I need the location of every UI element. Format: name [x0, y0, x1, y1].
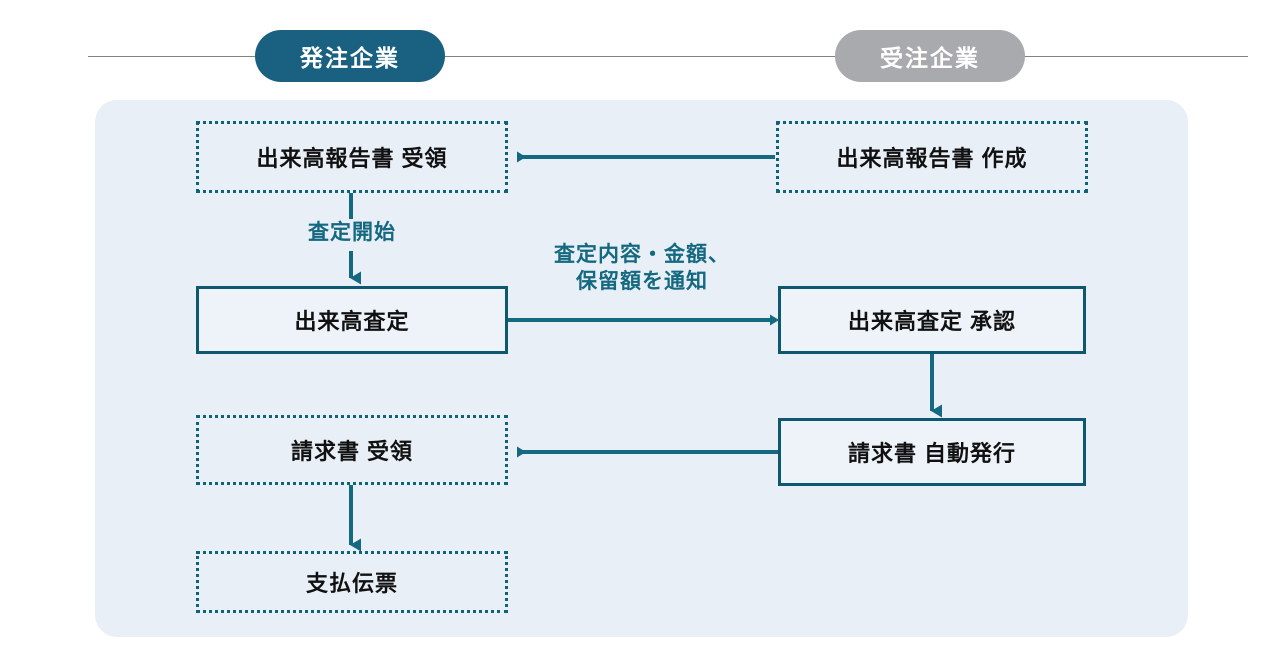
node-assessment-approve-label: 出来高査定 承認 [847, 309, 1017, 334]
node-assessment-approve[interactable]: 出来高査定 承認 [778, 286, 1086, 354]
node-invoice-receive-label: 請求書 受領 [290, 439, 414, 464]
node-payment-slip[interactable]: 支払伝票 [196, 551, 508, 613]
node-invoice-receive[interactable]: 請求書 受領 [196, 415, 508, 485]
lane-header-contractor-label: 受注企業 [880, 45, 980, 71]
node-report-create-label: 出来高報告書 作成 [836, 146, 1028, 171]
connector-label-start-assessment: 査定開始 [252, 220, 452, 247]
lane-header-contractor: 受注企業 [835, 30, 1025, 82]
connector-label-notify-line2: 保留額を通知 [576, 269, 708, 293]
lane-header-orderer-label: 発注企業 [300, 45, 400, 71]
connector-label-notify-line1: 査定内容・金額、 [554, 243, 730, 266]
node-report-create[interactable]: 出来高報告書 作成 [776, 121, 1088, 193]
connector-label-start-assessment-text: 査定開始 [308, 221, 396, 244]
node-invoice-issue-label: 請求書 自動発行 [847, 441, 1017, 466]
diagram-panel [95, 100, 1188, 637]
node-report-receive[interactable]: 出来高報告書 受領 [196, 121, 508, 193]
node-assessment[interactable]: 出来高査定 [196, 286, 508, 354]
node-assessment-label: 出来高査定 [294, 309, 410, 334]
lane-header-orderer: 発注企業 [255, 30, 445, 82]
node-invoice-issue[interactable]: 請求書 自動発行 [778, 418, 1086, 486]
node-report-receive-label: 出来高報告書 受領 [256, 146, 448, 171]
connector-label-notify: 査定内容・金額、 保留額を通知 [512, 242, 772, 296]
node-payment-slip-label: 支払伝票 [305, 571, 398, 596]
